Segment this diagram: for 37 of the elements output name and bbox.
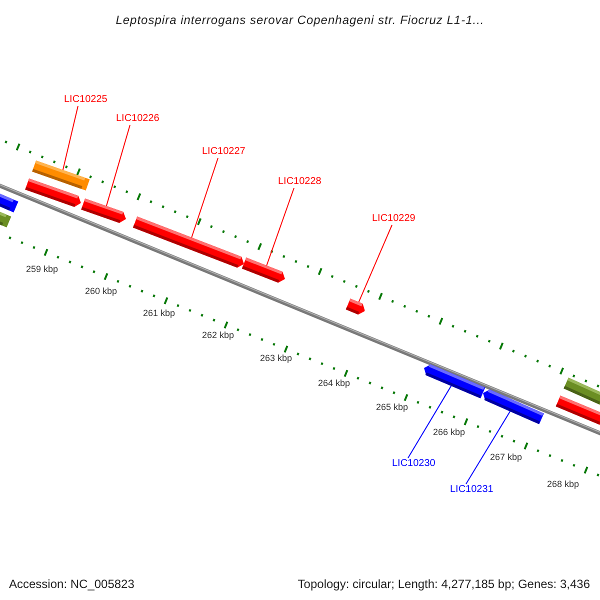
gene-feature xyxy=(132,216,246,270)
position-label: 262 kbp xyxy=(202,330,234,340)
gene-label: LIC10228 xyxy=(278,176,322,188)
gene-feature xyxy=(25,178,83,209)
position-label: 261 kbp xyxy=(143,308,176,318)
gene-label: LIC10225 xyxy=(64,94,108,106)
position-label: 259 kbp xyxy=(26,264,58,274)
position-label: 260 kbp xyxy=(85,286,118,296)
leader-line xyxy=(358,224,392,303)
gene-feature xyxy=(0,211,12,228)
gene-label: LIC10231 xyxy=(450,484,494,496)
position-label: 264 kbp xyxy=(318,378,350,388)
gene-feature xyxy=(0,192,18,213)
position-label: 265 kbp xyxy=(376,402,408,412)
gene-feature xyxy=(242,257,288,285)
position-label: 267 kbp xyxy=(490,452,522,462)
gene-label: LIC10230 xyxy=(392,458,436,470)
leader-line xyxy=(62,106,78,171)
gene-label: LIC10226 xyxy=(116,113,160,125)
gene-feature xyxy=(346,298,368,317)
gene-feature xyxy=(556,395,600,427)
gene-label: LIC10229 xyxy=(372,213,416,225)
leader-line xyxy=(106,124,130,207)
gene-feature xyxy=(81,198,128,225)
accession-text: Accession: NC_005823 xyxy=(9,576,134,593)
position-label: 263 kbp xyxy=(260,353,292,363)
gene-feature xyxy=(480,388,544,424)
genome-summary-text: Topology: circular; Length: 4,277,185 bp; Genes: 3,436 xyxy=(298,576,590,593)
position-label: 268 kbp xyxy=(547,479,580,489)
leader-line xyxy=(190,158,218,238)
leader-line xyxy=(408,385,452,458)
gene-label: LIC10227 xyxy=(202,146,246,158)
chart-title: Leptospira interrogans serovar Copenhageni str. Fiocruz L1-1... xyxy=(114,12,486,29)
leader-line xyxy=(466,410,511,484)
leader-line xyxy=(266,188,294,266)
gene-feature xyxy=(422,362,486,399)
position-label: 266 kbp xyxy=(433,427,466,437)
